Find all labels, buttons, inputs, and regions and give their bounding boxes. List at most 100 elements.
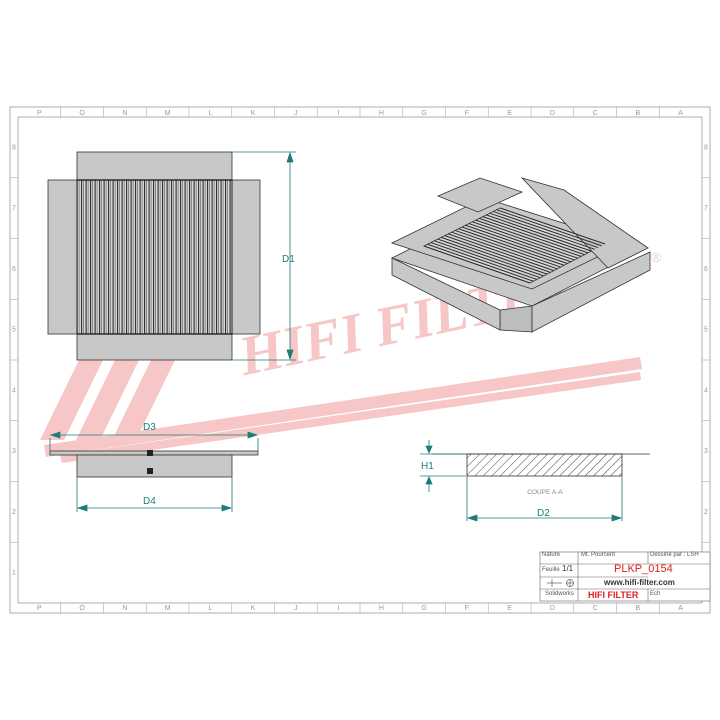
frame-row-label: 7 (12, 205, 16, 212)
frame-column-label: C (593, 110, 598, 117)
frame-column-label: E (507, 110, 512, 117)
tb-dessine-label: Dessiné par : LSH (650, 552, 699, 558)
d1-label: D1 (282, 254, 295, 265)
iso-pleat-line (441, 236, 548, 275)
tb-part-number: PLKP_0154 (614, 563, 673, 575)
frame-column-label: A (678, 110, 683, 117)
frame-column-label: O (79, 110, 85, 117)
frame-column-label: H (379, 110, 384, 117)
frame-column-label: O (79, 605, 85, 612)
iso-pleat-line (444, 235, 551, 273)
iso-pleat-line (475, 219, 582, 257)
frame-row-label: 5 (12, 327, 16, 334)
iso-pleat-line (427, 243, 534, 282)
frame-row-label: 5 (704, 327, 708, 334)
frame-column-label: P (37, 605, 42, 612)
frame-column-label: K (251, 110, 256, 117)
frame-column-label: M (165, 605, 171, 612)
section-hatched-body (466, 453, 623, 477)
iso-pleat-line (496, 209, 602, 247)
iso-pleat-lines (423, 207, 606, 284)
dimension-d1 (232, 151, 296, 361)
frame-column-label: P (37, 110, 42, 117)
iso-pleat-line (468, 223, 575, 261)
tb-software: Solidworks (545, 591, 575, 597)
iso-pleat-line (461, 226, 568, 264)
filter-side-view (49, 450, 259, 478)
frame-row-label: 3 (12, 448, 16, 455)
tb-feuille-value: 1/1 (562, 564, 574, 573)
frame-column-label: F (465, 110, 469, 117)
section-label: COUPE A-A (527, 489, 563, 496)
frame-column-label: J (294, 110, 298, 117)
frame-row-label: 8 (704, 144, 708, 151)
iso-pleat-line (451, 231, 558, 270)
frame-column-label: E (507, 605, 512, 612)
frame-column-label: I (338, 605, 340, 612)
svg-text:®: ® (651, 249, 662, 265)
iso-pleat-line (454, 229, 561, 268)
frame-column-label: G (421, 110, 426, 117)
tb-ech-label: Ech (650, 591, 661, 597)
filter-plan-view (47, 151, 261, 361)
frame-column-label: K (251, 605, 256, 612)
frame-column-label: M (165, 110, 171, 117)
frame-row-label: 6 (12, 266, 16, 273)
iso-pleat-line (492, 210, 599, 249)
iso-pleat-line (430, 242, 537, 280)
tb-nature-label: Nature (542, 552, 561, 558)
side-body (76, 454, 233, 478)
dimension-d2 (466, 476, 623, 522)
side-flange (49, 450, 259, 456)
frame-column-label: B (636, 110, 641, 117)
frame-row-label: 8 (12, 144, 16, 151)
h1-label: H1 (421, 461, 434, 472)
iso-pleat-line (486, 214, 592, 252)
dimension-h1 (420, 440, 466, 492)
frame-column-label: D (550, 110, 555, 117)
frame-column-label: N (122, 110, 127, 117)
frame-column-label: N (122, 605, 127, 612)
iso-pleat-line (472, 221, 578, 259)
tb-website: www.hifi-filter.com (604, 578, 675, 587)
frame-row-label: 7 (704, 205, 708, 212)
frame-row-label: 1 (12, 570, 16, 577)
iso-pleat-line (489, 212, 595, 250)
iso-pleat-line (499, 207, 606, 245)
iso-pleat-line (482, 216, 589, 254)
iso-pleat-line (479, 217, 585, 256)
frame-row-label: 2 (704, 509, 708, 516)
frame-column-label: L (208, 605, 212, 612)
dimension-d3 (49, 431, 259, 452)
frame-column-label: D (550, 605, 555, 612)
frame-column-label: F (465, 605, 469, 612)
section-a-a (432, 453, 650, 477)
frame-column-label: L (208, 110, 212, 117)
frame-row-label: 4 (704, 387, 708, 394)
frame-column-label: C (593, 605, 598, 612)
iso-pleat-line (465, 224, 572, 263)
frame-row-label: 3 (704, 448, 708, 455)
iso-pleat-line (423, 245, 531, 284)
frame-row-label: 6 (704, 266, 708, 273)
frame-row-label: 4 (12, 387, 16, 394)
plan-pleated-media (76, 179, 233, 335)
iso-pleat-line (437, 238, 544, 277)
d2-label: D2 (537, 508, 550, 519)
title-block-cad-symbol (547, 579, 574, 587)
frame-row-labels-left: 8 7 6 5 4 3 2 1 (10, 144, 18, 577)
frame-row-label: 2 (12, 509, 16, 516)
iso-pleat-line (434, 240, 541, 279)
frame-column-label: A (678, 605, 683, 612)
title-block (539, 551, 711, 602)
d4-label: D4 (143, 496, 156, 507)
frame-column-label: J (294, 605, 298, 612)
tb-brand: HIFI FILTER (588, 590, 639, 600)
frame-column-label: H (379, 605, 384, 612)
tb-ref-label: Mt. Pourcent (581, 552, 616, 558)
frame-column-label: B (636, 605, 641, 612)
